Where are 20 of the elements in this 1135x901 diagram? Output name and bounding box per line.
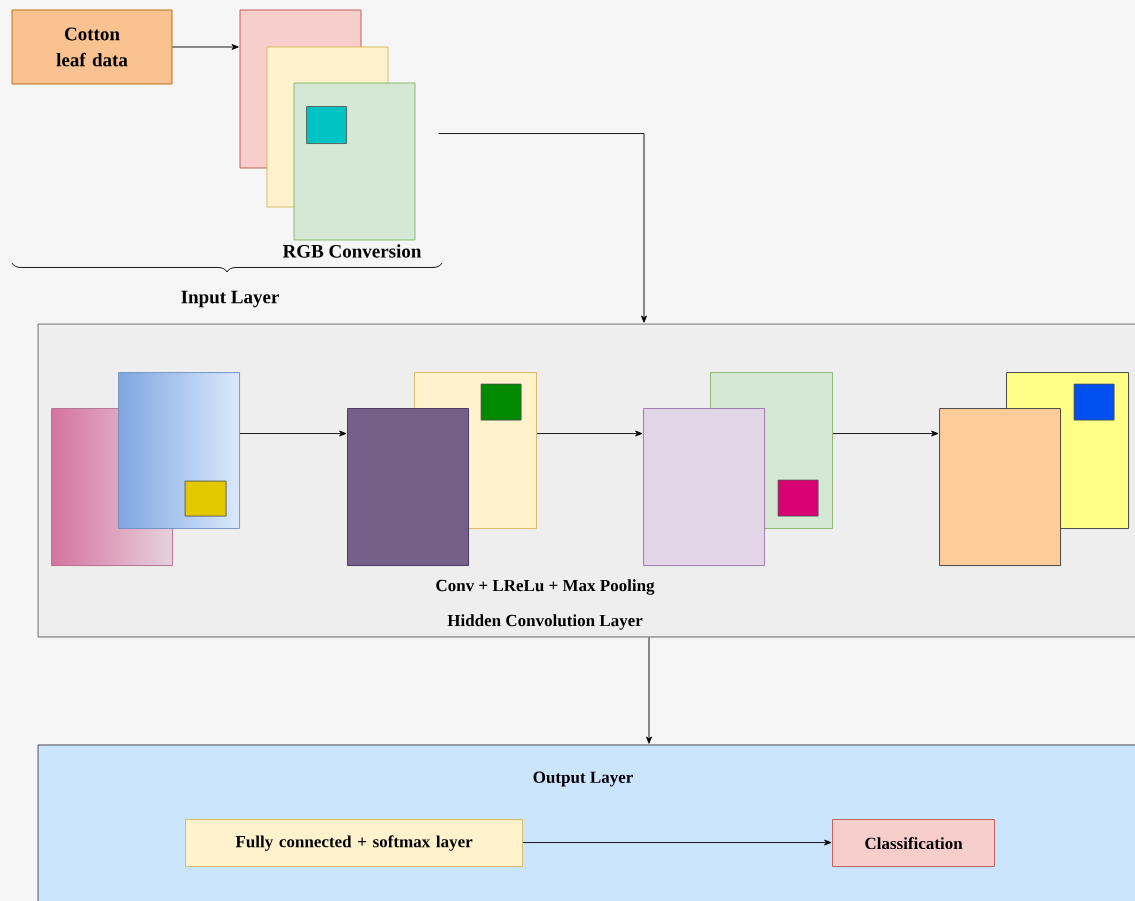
layer-label: RGB Conversion <box>282 244 422 258</box>
process-box: Fully connected + softmax layer <box>185 819 523 867</box>
arrow <box>239 430 347 437</box>
output-box: Classification <box>832 819 995 867</box>
layer-title: Output Layer <box>533 771 633 787</box>
arrow <box>536 430 643 437</box>
arrow <box>646 637 652 744</box>
arrow <box>522 839 832 846</box>
feature-map <box>643 408 765 566</box>
feature-map <box>293 82 416 241</box>
arrow <box>832 430 939 437</box>
arrow <box>172 44 239 50</box>
arrow <box>438 133 647 323</box>
layer-title: Hidden Convolution Layer <box>447 614 643 630</box>
layer-label: Input Layer <box>181 290 279 308</box>
data-box: Cotton leaf data <box>11 9 173 85</box>
feature-map <box>118 372 240 529</box>
feature-map <box>939 408 1061 566</box>
layer-title: Conv + LReLu + Max Pooling <box>436 579 655 595</box>
feature-map <box>347 408 469 566</box>
